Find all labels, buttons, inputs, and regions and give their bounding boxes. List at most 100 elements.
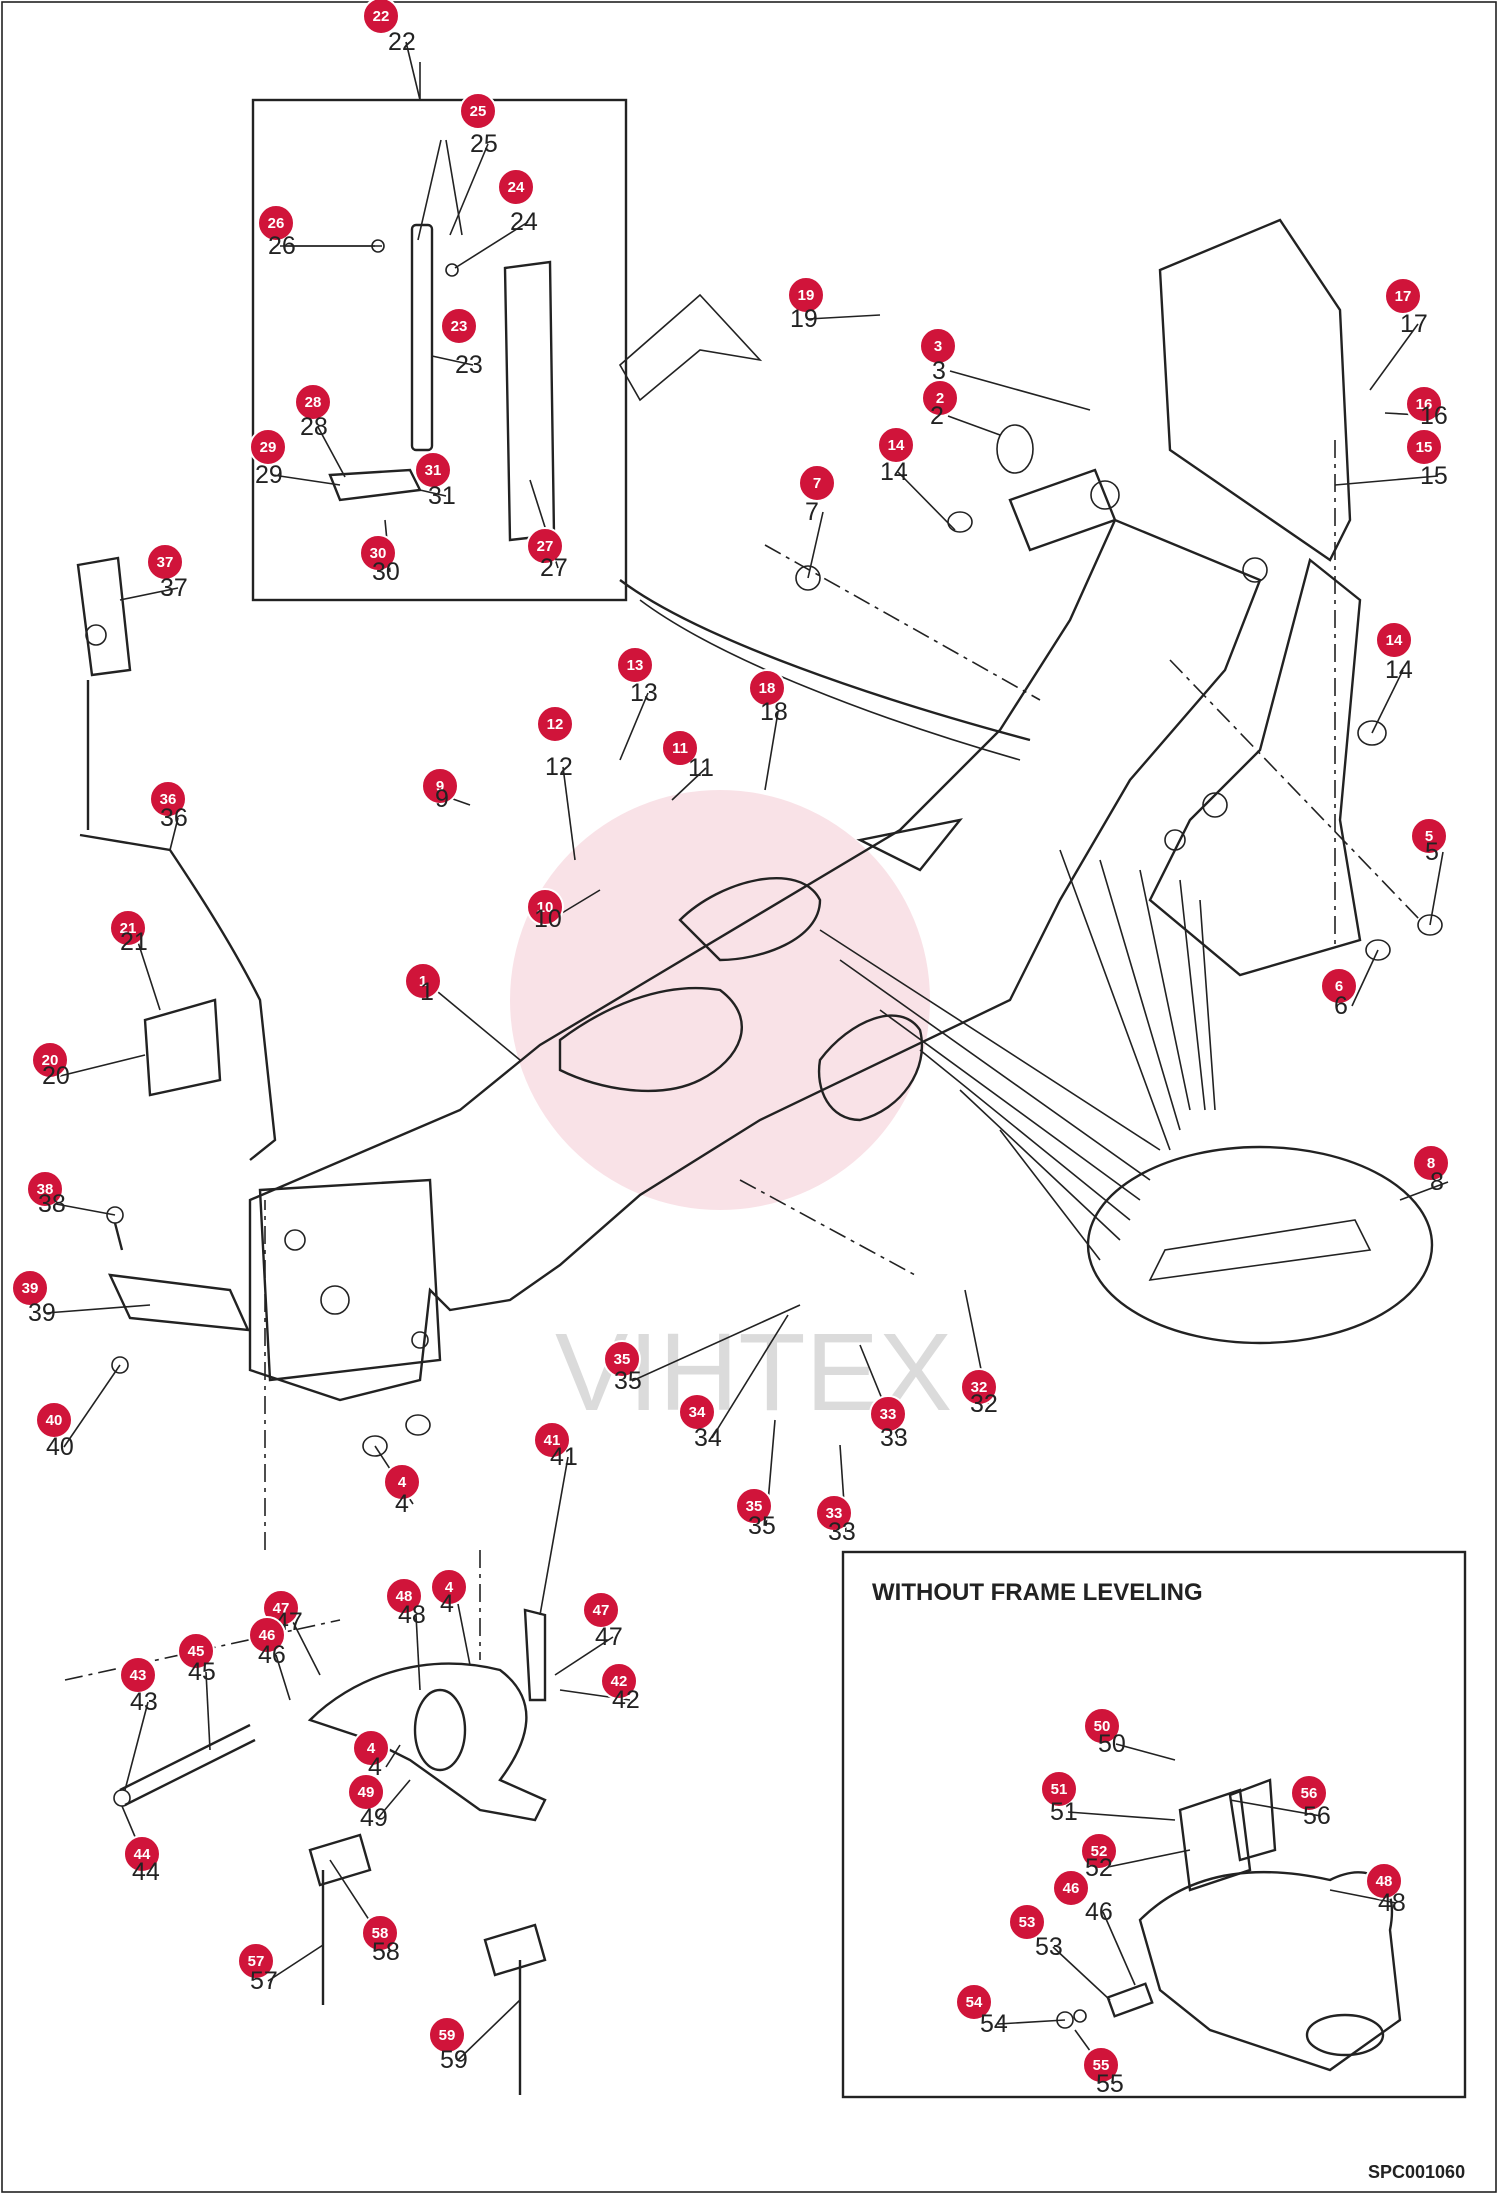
callout-marker[interactable]: 20 [31, 1041, 69, 1079]
callout-marker[interactable]: 13 [616, 646, 654, 684]
callout-marker[interactable]: 4 [352, 1729, 390, 1767]
callout-marker-dot[interactable] [497, 168, 535, 206]
callout-marker[interactable]: 54 [955, 1983, 993, 2021]
callout-marker[interactable]: 5 [1410, 817, 1448, 855]
callout-marker[interactable]: 25 [459, 92, 497, 130]
callout-marker-dot[interactable] [1320, 967, 1358, 1005]
callout-marker-dot[interactable] [237, 1942, 275, 1980]
callout-marker-dot[interactable] [815, 1494, 853, 1532]
callout-marker[interactable]: 30 [359, 534, 397, 572]
callout-marker[interactable]: 36 [149, 780, 187, 818]
callout-marker-dot[interactable] [1080, 1832, 1118, 1870]
callout-marker-dot[interactable] [1405, 428, 1443, 466]
callout-marker[interactable]: 9 [421, 767, 459, 805]
callout-marker-dot[interactable] [661, 729, 699, 767]
callout-marker-dot[interactable] [955, 1983, 993, 2021]
callout-marker-dot[interactable] [31, 1041, 69, 1079]
callout-marker-dot[interactable] [430, 1568, 468, 1606]
callout-marker-dot[interactable] [869, 1395, 907, 1433]
callout-marker[interactable]: 52 [1080, 1832, 1118, 1870]
callout-marker[interactable]: 12 [536, 705, 574, 743]
callout-marker-dot[interactable] [109, 909, 147, 947]
callout-marker[interactable]: 41 [533, 1421, 571, 1459]
callout-marker[interactable]: 11 [661, 729, 699, 767]
callout-marker-dot[interactable] [149, 780, 187, 818]
callout-marker[interactable]: 47 [582, 1591, 620, 1629]
callout-marker-dot[interactable] [361, 1914, 399, 1952]
callout-marker[interactable]: 49 [347, 1773, 385, 1811]
callout-marker-dot[interactable] [919, 327, 957, 365]
callout-marker[interactable]: 31 [414, 451, 452, 489]
callout-marker-dot[interactable] [582, 1591, 620, 1629]
callout-marker-dot[interactable] [678, 1393, 716, 1431]
callout-marker[interactable]: 55 [1082, 2046, 1120, 2084]
callout-marker[interactable]: 37 [146, 543, 184, 581]
callout-marker-dot[interactable] [404, 962, 442, 1000]
callout-marker-dot[interactable] [294, 383, 332, 421]
callout-marker-dot[interactable] [1384, 277, 1422, 315]
callout-marker[interactable]: 32 [960, 1368, 998, 1406]
callout-marker-dot[interactable] [1052, 1869, 1090, 1907]
callout-marker-dot[interactable] [1410, 817, 1448, 855]
callout-marker[interactable]: 33 [869, 1395, 907, 1433]
callout-marker-dot[interactable] [533, 1421, 571, 1459]
callout-marker-dot[interactable] [787, 276, 825, 314]
callout-marker-dot[interactable] [1365, 1862, 1403, 1900]
callout-marker[interactable]: 19 [787, 276, 825, 314]
callout-marker-dot[interactable] [1040, 1770, 1078, 1808]
callout-marker[interactable]: 6 [1320, 967, 1358, 1005]
callout-marker[interactable]: 10 [526, 888, 564, 926]
callout-marker-dot[interactable] [616, 646, 654, 684]
callout-marker-dot[interactable] [798, 464, 836, 502]
callout-marker[interactable]: 35 [603, 1340, 641, 1378]
callout-marker[interactable]: 21 [109, 909, 147, 947]
callout-marker[interactable]: 57 [237, 1942, 275, 1980]
callout-marker[interactable]: 29 [249, 428, 287, 466]
callout-marker-dot[interactable] [248, 1616, 286, 1654]
callout-marker[interactable]: 38 [26, 1170, 64, 1208]
callout-marker[interactable]: 48 [385, 1577, 423, 1615]
callout-marker-dot[interactable] [1082, 2046, 1120, 2084]
callout-marker-dot[interactable] [421, 767, 459, 805]
callout-marker[interactable]: 22 [362, 0, 400, 35]
callout-marker[interactable]: 44 [123, 1835, 161, 1873]
callout-marker-dot[interactable] [1412, 1144, 1450, 1182]
callout-marker-dot[interactable] [748, 669, 786, 707]
callout-marker[interactable]: 1 [404, 962, 442, 1000]
callout-marker-dot[interactable] [35, 1401, 73, 1439]
callout-marker-dot[interactable] [146, 543, 184, 581]
callout-marker[interactable]: 16 [1405, 385, 1443, 423]
callout-marker-dot[interactable] [352, 1729, 390, 1767]
callout-marker[interactable]: 51 [1040, 1770, 1078, 1808]
callout-marker[interactable]: 17 [1384, 277, 1422, 315]
callout-marker[interactable]: 48 [1365, 1862, 1403, 1900]
callout-marker-dot[interactable] [526, 888, 564, 926]
callout-marker[interactable]: 53 [1008, 1903, 1046, 1941]
callout-marker-dot[interactable] [877, 426, 915, 464]
callout-marker-dot[interactable] [960, 1368, 998, 1406]
callout-marker[interactable]: 39 [11, 1269, 49, 1307]
callout-marker-dot[interactable] [362, 0, 400, 35]
callout-marker[interactable]: 23 [440, 307, 478, 345]
callout-marker[interactable]: 42 [600, 1662, 638, 1700]
callout-marker-dot[interactable] [1405, 385, 1443, 423]
callout-marker[interactable]: 40 [35, 1401, 73, 1439]
callout-marker[interactable]: 35 [735, 1487, 773, 1525]
callout-marker-dot[interactable] [428, 2016, 466, 2054]
callout-marker[interactable]: 14 [1375, 621, 1413, 659]
callout-marker-dot[interactable] [347, 1773, 385, 1811]
callout-marker[interactable]: 33 [815, 1494, 853, 1532]
callout-marker-dot[interactable] [359, 534, 397, 572]
callout-marker[interactable]: 26 [257, 204, 295, 242]
callout-marker-dot[interactable] [440, 307, 478, 345]
callout-marker-dot[interactable] [459, 92, 497, 130]
callout-marker[interactable]: 4 [430, 1568, 468, 1606]
callout-marker[interactable]: 4 [383, 1463, 421, 1501]
callout-marker-dot[interactable] [735, 1487, 773, 1525]
callout-marker[interactable]: 15 [1405, 428, 1443, 466]
callout-marker-dot[interactable] [383, 1463, 421, 1501]
callout-marker-dot[interactable] [921, 379, 959, 417]
callout-marker[interactable]: 2 [921, 379, 959, 417]
callout-marker[interactable]: 24 [497, 168, 535, 206]
callout-marker-dot[interactable] [257, 204, 295, 242]
